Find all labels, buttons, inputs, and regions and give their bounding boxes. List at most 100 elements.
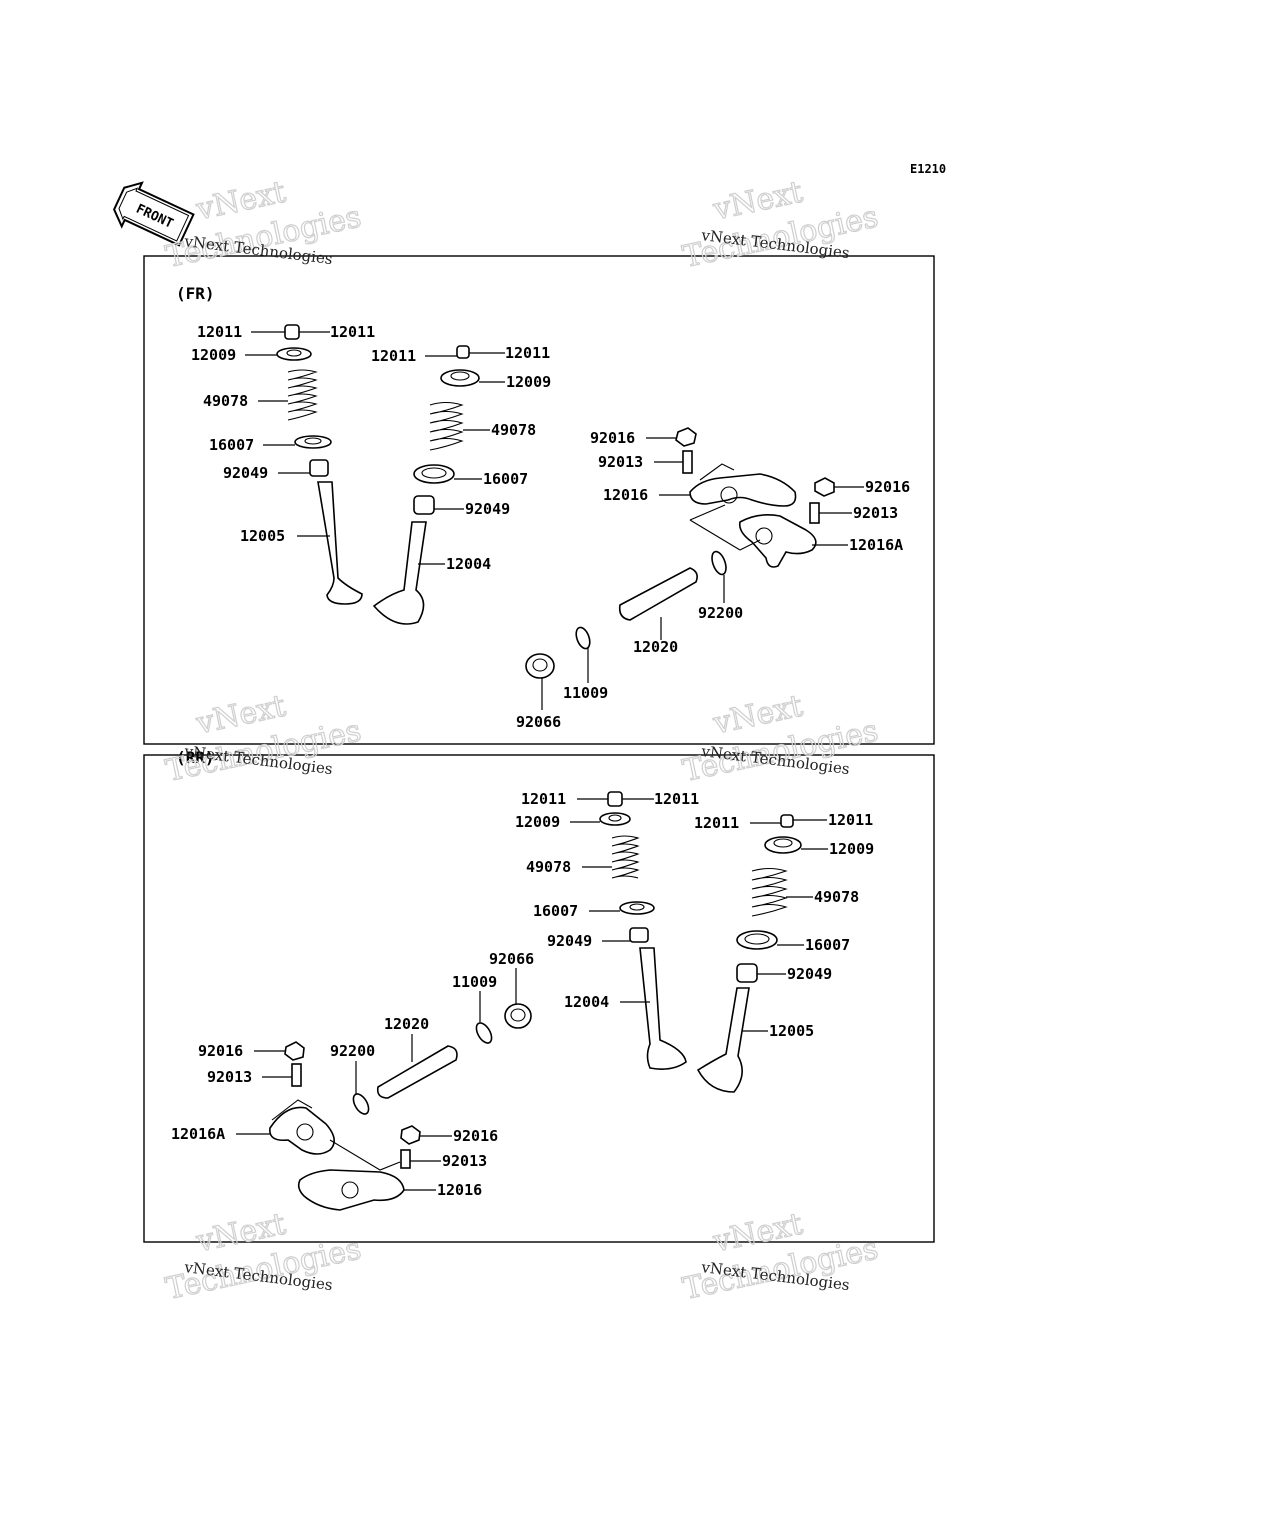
part-label: 12009: [191, 346, 236, 364]
shaft-plug-icon: [525, 653, 555, 679]
rocker-arm-icon: [689, 473, 797, 507]
part-label: 92016: [198, 1042, 243, 1060]
part-label: 49078: [814, 888, 859, 906]
part-label: 16007: [533, 902, 578, 920]
part-label: 92066: [516, 713, 561, 731]
section-label-rr: (RR): [176, 748, 215, 767]
part-label: 12005: [769, 1022, 814, 1040]
part-label: 12016: [603, 486, 648, 504]
shaft-oring-icon: [711, 550, 727, 576]
spring-seat-icon: [294, 435, 332, 449]
rocker-arm-icon: [738, 514, 817, 568]
part-label: 92049: [547, 932, 592, 950]
adjuster-nut-icon: [284, 1041, 305, 1061]
rr-labels: 12011 12011 12009 12011 12011 12009 4907…: [171, 790, 874, 1199]
adjuster-nut-icon: [675, 427, 697, 447]
spring-retainer-icon: [440, 369, 480, 387]
part-label: 92016: [865, 478, 910, 496]
spring-retainer-icon: [764, 836, 802, 854]
part-label: 11009: [563, 684, 608, 702]
watermark: vNext Technologies: [679, 174, 882, 276]
watermark: vNext Technologies: [679, 1206, 882, 1308]
adjuster-screw-icon: [809, 502, 820, 524]
shaft-plug-icon: [504, 1003, 532, 1029]
part-label: 12004: [564, 993, 609, 1011]
exhaust-valve-icon: [317, 481, 363, 605]
stem-seal-icon: [736, 963, 758, 983]
watermark: vNext Technologies: [679, 688, 882, 790]
part-label: 12016A: [171, 1125, 225, 1143]
part-label: 92016: [590, 429, 635, 447]
stem-seal-icon: [629, 927, 649, 943]
part-label: 12011: [197, 323, 242, 341]
spring-retainer-icon: [276, 347, 312, 361]
part-label: 92049: [223, 464, 268, 482]
adjuster-nut-icon: [400, 1125, 421, 1145]
watermark-group: vNext Technologies vNext Technologies vN…: [162, 174, 882, 1308]
intake-valve-icon: [639, 947, 687, 1070]
valve-cotter-icon: [284, 324, 300, 340]
rocker-arm-icon: [297, 1169, 405, 1211]
part-label: 12011: [828, 811, 873, 829]
rocker-arm-icon: [269, 1106, 335, 1155]
shaft-oring-icon: [575, 626, 591, 650]
fr-labels: 12011 12011 12009 49078 16007 92049 1200…: [191, 323, 910, 731]
part-label: 11009: [452, 973, 497, 991]
part-label: 12011: [505, 344, 550, 362]
part-label: 92013: [598, 453, 643, 471]
stem-seal-icon: [413, 495, 435, 515]
part-label: 12005: [240, 527, 285, 545]
rocker-shaft-icon: [376, 1045, 458, 1099]
spring-seat-icon: [736, 930, 778, 950]
section-frame-rr: [143, 754, 935, 1243]
part-label: 92200: [698, 604, 743, 622]
part-label: 92200: [330, 1042, 375, 1060]
spring-seat-icon: [619, 901, 655, 915]
rocker-shaft-icon: [618, 567, 698, 621]
rr-parts: [269, 791, 802, 1211]
part-label: 92013: [207, 1068, 252, 1086]
adjuster-nut-icon: [814, 477, 835, 497]
part-label: 12016A: [849, 536, 903, 554]
part-label: 16007: [209, 436, 254, 454]
part-label: 12011: [694, 814, 739, 832]
part-label: 12009: [829, 840, 874, 858]
fr-parts: [276, 324, 835, 679]
part-label: 12011: [330, 323, 375, 341]
part-label: 12009: [506, 373, 551, 391]
stem-seal-icon: [309, 459, 329, 477]
part-label: 12011: [371, 347, 416, 365]
valve-spring-icon: [611, 835, 640, 879]
part-label: 92049: [465, 500, 510, 518]
part-label: 92049: [787, 965, 832, 983]
section-frame-fr: [143, 255, 935, 745]
fr-leaders: [245, 331, 864, 710]
shaft-oring-icon: [352, 1093, 370, 1115]
part-label: 16007: [805, 936, 850, 954]
part-label: 92066: [489, 950, 534, 968]
valve-spring-icon: [287, 369, 318, 421]
part-label: 49078: [203, 392, 248, 410]
part-label: 12016: [437, 1181, 482, 1199]
spring-retainer-icon: [599, 812, 631, 826]
watermark: vNext Technologies: [162, 688, 365, 790]
part-label: 49078: [526, 858, 571, 876]
adjuster-screw-icon: [291, 1063, 302, 1087]
part-label: 12009: [515, 813, 560, 831]
part-label: 12004: [446, 555, 491, 573]
exhaust-valve-icon: [696, 987, 750, 1093]
diagram-code: E1210: [910, 162, 946, 176]
adjuster-screw-icon: [400, 1149, 411, 1169]
adjuster-screw-icon: [682, 450, 693, 474]
part-label: 49078: [491, 421, 536, 439]
valve-spring-icon: [751, 867, 788, 917]
part-label: 12020: [384, 1015, 429, 1033]
part-label: 92013: [853, 504, 898, 522]
part-label: 12011: [521, 790, 566, 808]
spring-seat-icon: [413, 464, 455, 484]
part-label: 16007: [483, 470, 528, 488]
part-label: 12011: [654, 790, 699, 808]
valve-cotter-icon: [456, 345, 470, 359]
front-arrow-icon: FRONT: [113, 181, 195, 247]
